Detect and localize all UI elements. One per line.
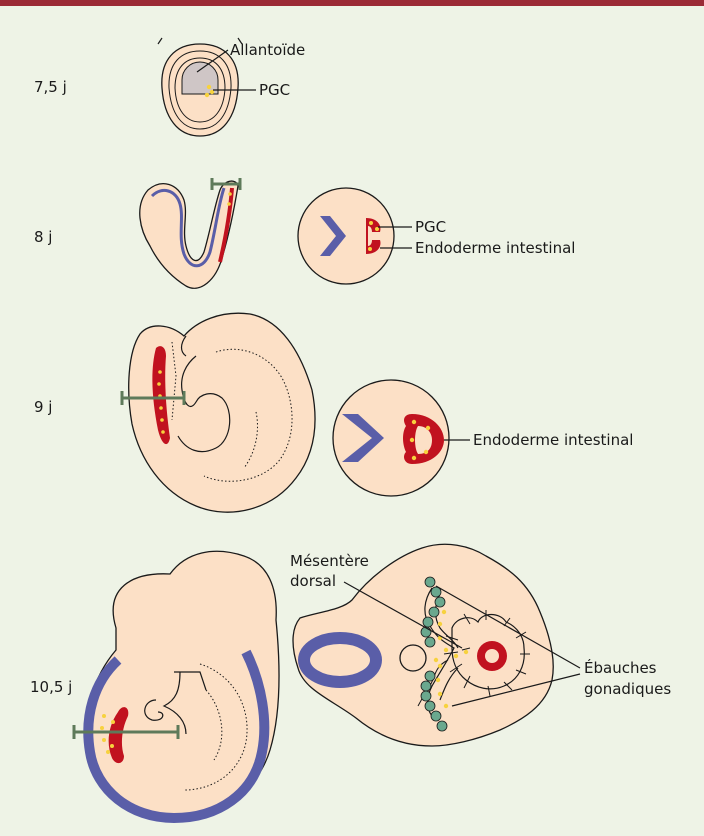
label-endoderme-2: Endoderme intestinal bbox=[473, 431, 633, 449]
embryo-8j-side bbox=[140, 178, 240, 288]
allantois-region bbox=[182, 62, 218, 94]
notochord bbox=[400, 645, 426, 671]
pgc-dot bbox=[228, 192, 232, 196]
label-allantoide: Allantoïde bbox=[230, 41, 305, 59]
embryo-9j-side bbox=[122, 313, 315, 512]
label-ebauches-line2: gonadiques bbox=[584, 680, 671, 698]
stage-label-7-5: 7,5 j bbox=[34, 78, 67, 96]
stage-label-8: 8 j bbox=[34, 228, 52, 246]
label-ebauches-line1: Ébauches bbox=[584, 658, 657, 677]
section-8j bbox=[298, 188, 394, 284]
stage-label-9: 9 j bbox=[34, 398, 52, 416]
section-9j bbox=[333, 380, 449, 496]
pgc-dot bbox=[205, 93, 209, 97]
embryo-10-5j-side bbox=[74, 551, 279, 818]
label-pgc-2: PGC bbox=[415, 218, 446, 236]
label-mesentere-line2: dorsal bbox=[290, 572, 336, 590]
pgc-dot bbox=[227, 202, 231, 206]
label-mesentere-line1: Mésentère bbox=[290, 552, 369, 570]
pgc-dot bbox=[207, 85, 211, 89]
stage-label-10-5: 10,5 j bbox=[30, 678, 72, 696]
label-endoderme-1: Endoderme intestinal bbox=[415, 239, 575, 257]
label-pgc-1: PGC bbox=[259, 81, 290, 99]
